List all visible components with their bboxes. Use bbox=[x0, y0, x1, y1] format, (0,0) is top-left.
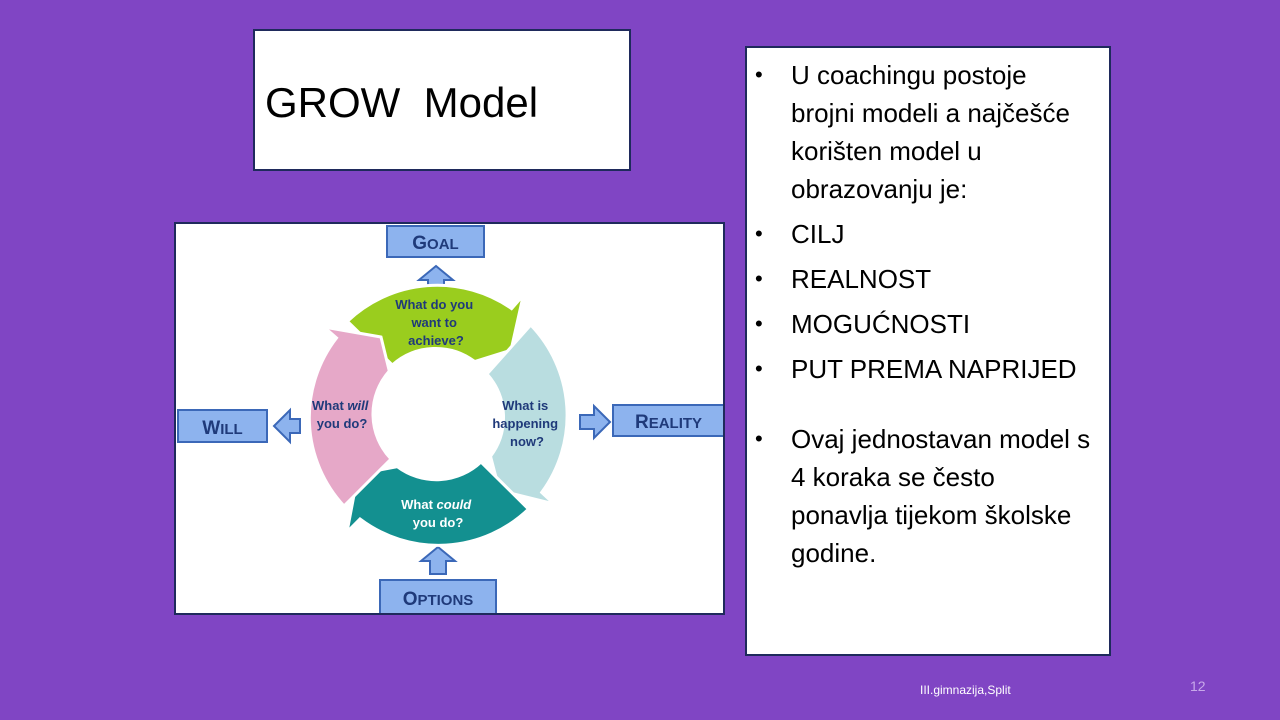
bullet-item-text: CILJ bbox=[791, 219, 845, 249]
slide-footer: III.gimnazija,Split bbox=[920, 683, 1011, 697]
will-question: What will you do? bbox=[312, 398, 372, 431]
page-number: 12 bbox=[1190, 678, 1206, 694]
bullet-item: • PUT PREMA NAPRIJED bbox=[747, 350, 1109, 388]
bullet-item: • REALNOST bbox=[747, 260, 1109, 298]
bullet-dot-icon: • bbox=[755, 221, 763, 246]
options-segment bbox=[344, 459, 531, 547]
reality-label-box bbox=[612, 404, 723, 437]
reality-right-arrow-icon bbox=[579, 403, 612, 441]
reality-label-text: REALITY bbox=[635, 412, 702, 433]
bullet-dot-icon: • bbox=[755, 311, 763, 336]
bullet-outro-text: Ovaj jednostavan model s 4 koraka se čes… bbox=[791, 424, 1091, 568]
bullet-dot-icon: • bbox=[755, 62, 763, 87]
goal-label-text: GOAL bbox=[412, 233, 458, 254]
bullet-intro: • U coachingu postoje brojni modeli a naj… bbox=[747, 56, 1109, 208]
reality-segment bbox=[484, 322, 569, 506]
reality-label: REALITY bbox=[612, 404, 723, 437]
will-segment bbox=[307, 324, 394, 509]
bullet-item-text: REALNOST bbox=[791, 264, 932, 294]
goal-question: What do you want to achieve? bbox=[395, 297, 477, 348]
bullets-box: • U coachingu postoje brojni modeli a naj… bbox=[745, 46, 1111, 656]
bullet-item: • MOGUĆNOSTI bbox=[747, 305, 1109, 343]
goal-segment bbox=[345, 283, 525, 368]
bullet-dot-icon: • bbox=[755, 356, 763, 381]
grow-cycle-svg: GOAL REALITY OPTIONS WILL bbox=[177, 225, 723, 613]
bullet-dot-icon: • bbox=[755, 426, 763, 451]
will-label-text: WILL bbox=[202, 418, 242, 439]
bullet-item: • CILJ bbox=[747, 215, 1109, 253]
bullet-item-text: PUT PREMA NAPRIJED bbox=[791, 354, 1077, 384]
will-label: WILL bbox=[177, 409, 268, 443]
will-label-box bbox=[177, 409, 268, 443]
will-left-arrow-icon bbox=[272, 407, 301, 445]
bullet-dot-icon: • bbox=[755, 266, 763, 291]
bullet-list: • U coachingu postoje brojni modeli a naj… bbox=[747, 56, 1109, 579]
goal-label: GOAL bbox=[386, 225, 485, 258]
options-label-box bbox=[379, 579, 497, 613]
slide-title: GROW Model bbox=[265, 79, 539, 126]
grow-diagram: GOAL REALITY OPTIONS WILL bbox=[174, 222, 725, 615]
options-label-text: OPTIONS bbox=[403, 589, 474, 610]
bullet-outro: • Ovaj jednostavan model s 4 koraka se če… bbox=[747, 420, 1109, 572]
options-question: What could you do? bbox=[401, 497, 475, 530]
title-box: GROW Model bbox=[253, 29, 631, 171]
options-label: OPTIONS bbox=[379, 579, 497, 613]
reality-question: What is happening now? bbox=[492, 398, 561, 449]
bullet-item-text: MOGUĆNOSTI bbox=[791, 309, 971, 339]
bullet-intro-text: U coachingu postoje brojni modeli a najč… bbox=[791, 60, 1070, 204]
goal-label-box bbox=[386, 225, 485, 258]
options-up-arrow-icon bbox=[418, 545, 458, 575]
